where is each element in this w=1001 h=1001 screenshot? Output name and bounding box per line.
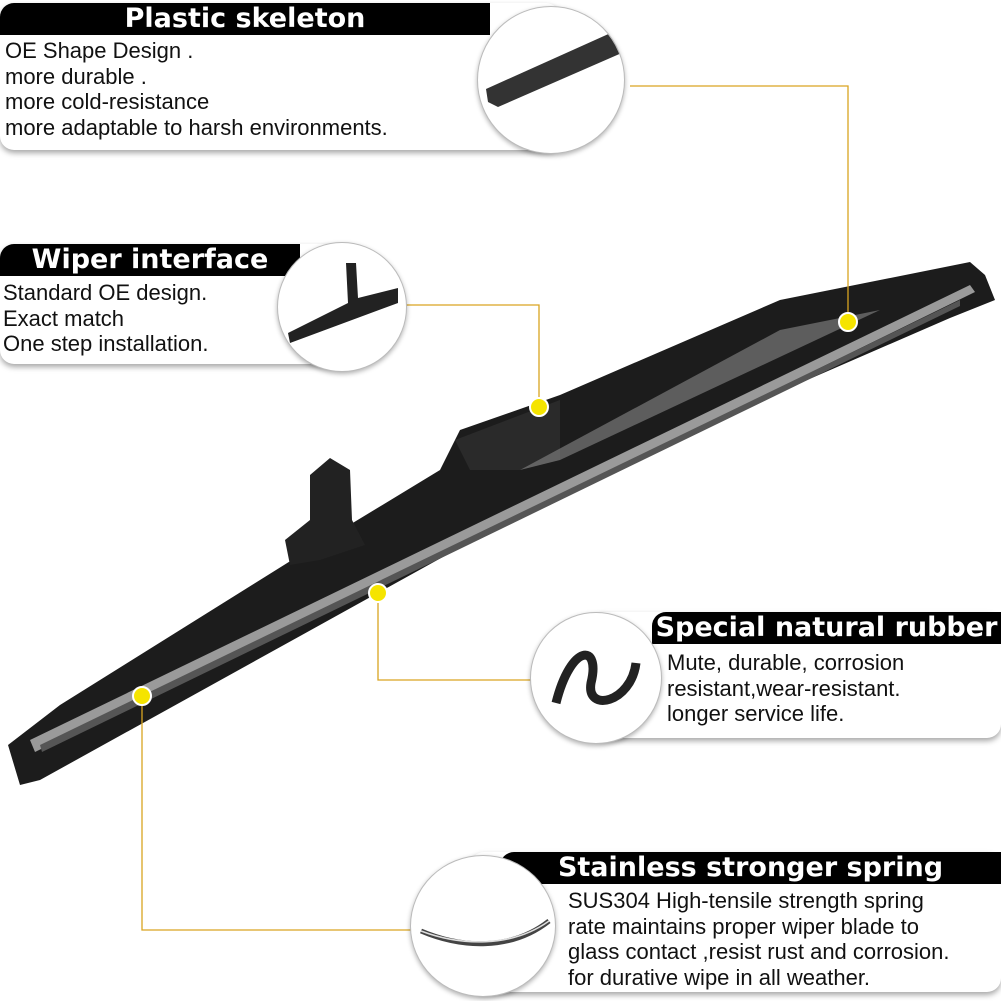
text-line: more adaptable to harsh environments. bbox=[5, 114, 388, 140]
text-line: rate maintains proper wiper blade to bbox=[568, 913, 919, 939]
text-line: for durative wipe in all weather. bbox=[568, 964, 871, 990]
callout-title: Special natural rubber bbox=[652, 612, 1001, 644]
skeleton-detail-image bbox=[477, 6, 625, 154]
text-line: One step installation. bbox=[3, 331, 209, 356]
callout-text: Mute, durable, corrosion resistant,wear-… bbox=[667, 650, 904, 727]
text-line: Exact match bbox=[3, 305, 125, 331]
callout-text: Standard OE design. Exact match One step… bbox=[3, 280, 208, 357]
text-line: Mute, durable, corrosion bbox=[667, 650, 905, 675]
callout-title: Wiper interface bbox=[0, 244, 300, 276]
marker-dots bbox=[132, 312, 858, 706]
rubber-detail-image bbox=[530, 612, 662, 744]
text-line: glass contact ,resist rust and corrosion… bbox=[568, 939, 950, 964]
callout-title: Plastic skeleton bbox=[0, 3, 490, 35]
callout-plastic-skeleton: Plastic skeleton OE Shape Design . more … bbox=[0, 3, 560, 150]
text-line: Standard OE design. bbox=[3, 280, 208, 305]
text-line: longer service life. bbox=[667, 701, 845, 726]
callout-text: OE Shape Design . more durable . more co… bbox=[5, 38, 388, 140]
text-line: more cold-resistance bbox=[5, 89, 210, 114]
text-line: resistant,wear-resistant. bbox=[667, 675, 901, 701]
spring-detail-image bbox=[410, 855, 556, 997]
wiper-blade bbox=[8, 262, 995, 785]
text-line: more durable . bbox=[5, 63, 147, 89]
text-line: SUS304 High-tensile strength spring bbox=[568, 888, 924, 913]
leader-lines bbox=[141, 85, 849, 931]
callout-stainless-spring: Stainless stronger spring SUS304 High-te… bbox=[470, 852, 1001, 992]
callout-title: Stainless stronger spring bbox=[500, 852, 1001, 884]
text-line: OE Shape Design . bbox=[5, 38, 194, 63]
callout-text: SUS304 High-tensile strength spring rate… bbox=[568, 888, 950, 990]
interface-detail-image bbox=[277, 242, 407, 372]
